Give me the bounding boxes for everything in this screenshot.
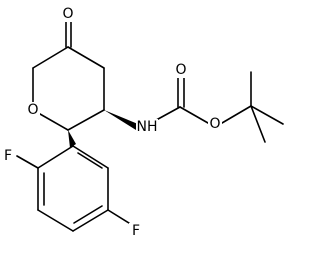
- ester-oxygen-label: O: [209, 116, 220, 132]
- ketone-oxygen-label: O: [62, 6, 73, 22]
- bond-c5-c6: [32, 46, 69, 69]
- ester-oxygen-bg: [208, 116, 222, 132]
- fluorine-top-label: F: [4, 148, 12, 164]
- carbonyl-oxygen-label: O: [175, 62, 186, 78]
- bond-aryl-fluorine-bottom: [107, 209, 130, 224]
- ketone-oxygen-bg: [61, 6, 75, 22]
- wedge-bond-to-nitrogen: [104, 110, 138, 130]
- amine-bg: [136, 119, 158, 135]
- chemical-structure: O O NH O O F F: [1, 6, 284, 239]
- bond-c5-c4: [67, 46, 105, 69]
- aryl-bond-3-inner: [73, 205, 103, 224]
- fluorine-bottom-bg: [129, 223, 143, 239]
- carbonyl-oxygen-bg: [174, 62, 188, 78]
- aryl-bond-1: [72, 145, 109, 169]
- fluorine-bottom-label: F: [132, 223, 140, 239]
- bond-tbutyl-methyl-bottom: [250, 105, 266, 143]
- fluorine-top-bg: [1, 148, 15, 164]
- aryl-bond-4: [37, 209, 74, 232]
- bond-tbutyl-methyl-right: [250, 105, 284, 125]
- bond-aryl-fluorine-top: [16, 155, 39, 169]
- aryl-bond-3: [72, 209, 109, 232]
- amine-label: NH: [137, 119, 158, 135]
- aryl-bond-6: [37, 145, 74, 169]
- ring-oxygen-label: O: [27, 102, 38, 118]
- aryl-bond-1-inner: [77, 152, 103, 169]
- wedge-bond-to-aryl: [68, 130, 76, 148]
- bond-carbonyl-ester-o: [179, 106, 209, 124]
- bond-ester-o-tbutyl: [221, 105, 252, 124]
- bond-c3-c2: [67, 109, 105, 131]
- ring-oxygen-bg: [26, 102, 40, 118]
